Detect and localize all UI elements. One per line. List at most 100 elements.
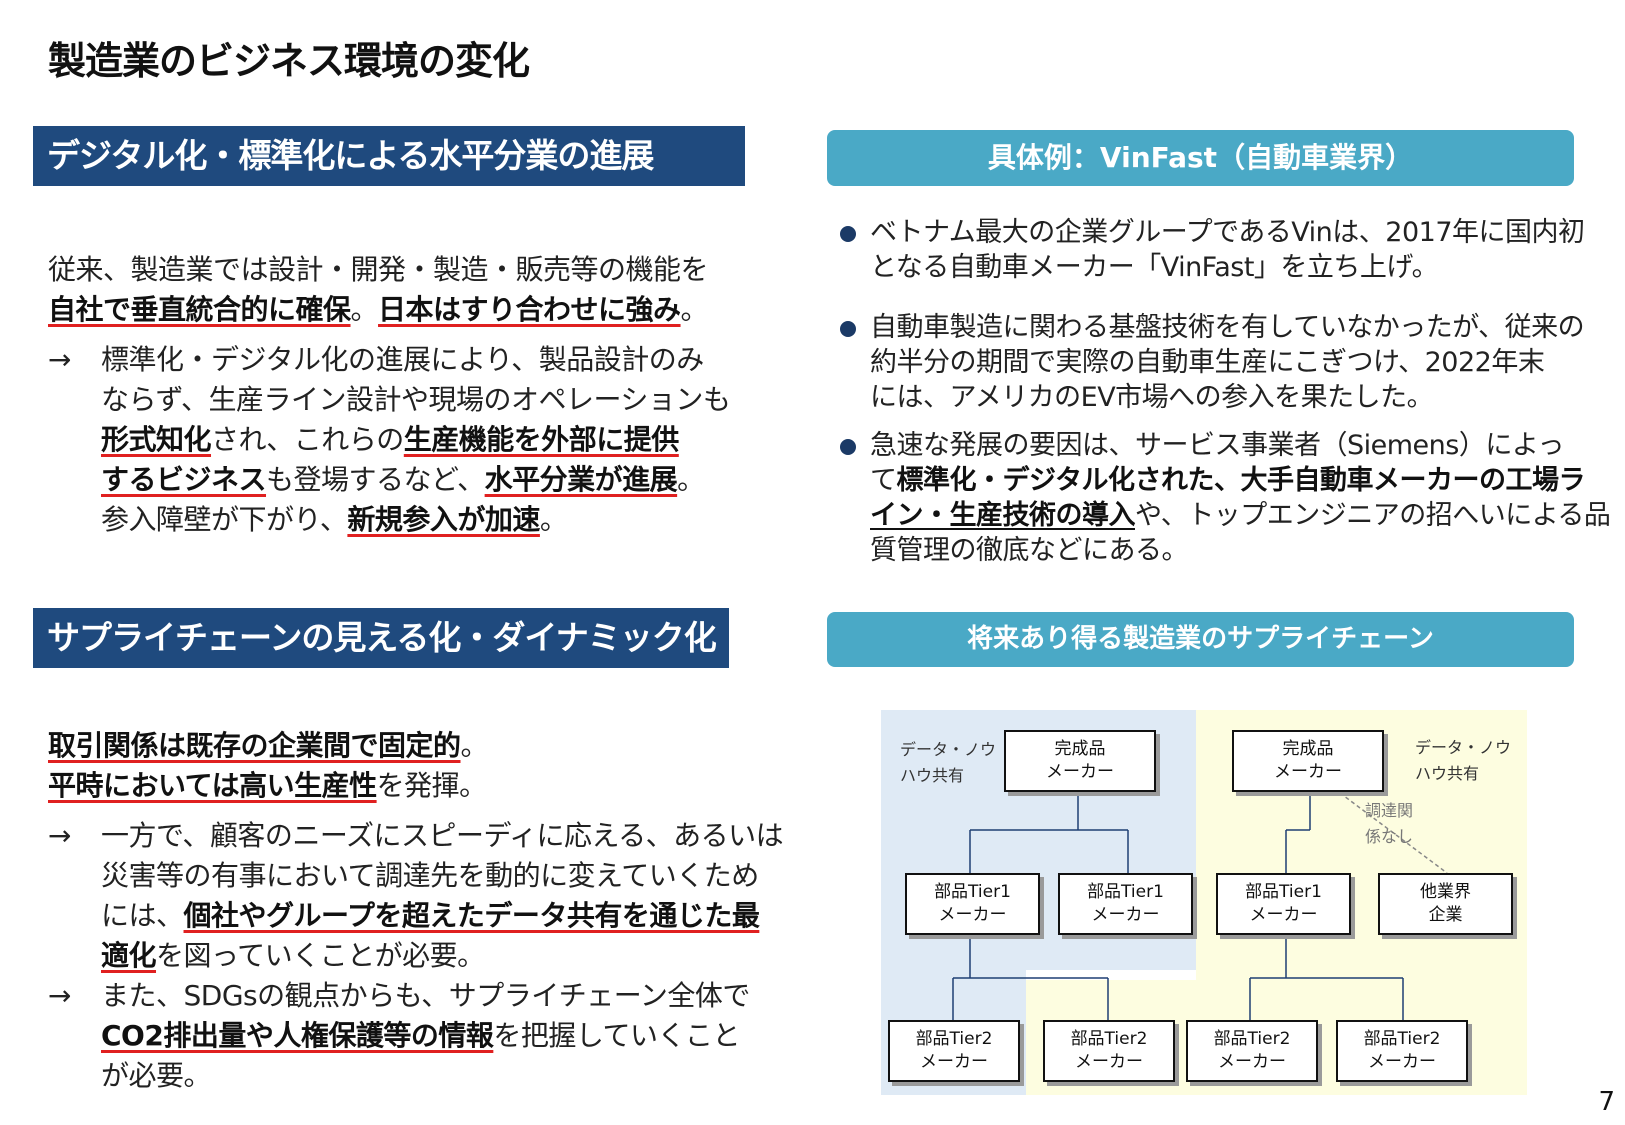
- section1-body: 従来、製造業では設計・開発・製造・販売等の機能を 自社で垂直統合的に確保。日本は…: [48, 250, 731, 540]
- point-line: ならず、生産ライン設計や現場のオペレーションも: [101, 383, 731, 416]
- blue-region: [881, 970, 1026, 1095]
- note-data-sharing-right: データ・ノウ ハウ共有: [1415, 735, 1511, 787]
- tier2-box: 部品Tier2 メーカー: [1043, 1020, 1175, 1082]
- arrow-icon: →: [48, 979, 71, 1012]
- bullet-line: 約半分の期間で実際の自動車生産にこぎつけ、2022年末: [870, 347, 1545, 378]
- box-label: 部品Tier2: [1363, 1029, 1441, 1049]
- box-label: 部品Tier2: [915, 1029, 993, 1049]
- point-line: 標準化・デジタル化の進展により、製品設計のみ: [101, 343, 704, 376]
- bullet-icon: [840, 439, 856, 455]
- emphasis: CO2排出量や人権保護等の情報: [101, 1019, 494, 1052]
- point-line: CO2排出量や人権保護等の情報を把握していくこと: [101, 1016, 783, 1056]
- section2-body: 取引関係は既存の企業間で固定的。 平時においては高い生産性を発揮。 → 一方で、…: [48, 726, 784, 1096]
- section2-line: 取引関係は既存の企業間で固定的。: [48, 726, 783, 766]
- box-label: 完成品: [1282, 739, 1334, 759]
- note-line: ハウ共有: [1415, 764, 1480, 783]
- arrow-point: → 一方で、顧客のニーズにスピーディに応える、あるいは 災害等の有事において調達…: [48, 816, 784, 976]
- section-heading-supply-chain: サプライチェーンの見える化・ダイナミック化: [33, 608, 729, 668]
- text: て: [870, 465, 897, 496]
- note-line: データ・ノウ: [900, 740, 997, 759]
- note-no-procurement: 調達関 係なし: [1365, 798, 1413, 850]
- note-line: 係なし: [1365, 827, 1414, 846]
- text: を発揮。: [376, 769, 488, 802]
- note-line: データ・ノウ: [1415, 738, 1512, 757]
- text: 。: [677, 463, 705, 496]
- box-label: 部品Tier2: [1213, 1029, 1291, 1049]
- text: され、これらの: [211, 423, 404, 456]
- box-label: メーカー: [1218, 1052, 1286, 1072]
- page-title: 製造業のビジネス環境の変化: [48, 39, 530, 83]
- blue-region: [881, 710, 1196, 970]
- emphasis: 水平分業が進展: [484, 463, 678, 496]
- bullet-line: 質管理の徹底などにある。: [870, 535, 1189, 566]
- note-data-sharing-left: データ・ノウ ハウ共有: [900, 737, 996, 789]
- box-label: メーカー: [1249, 905, 1318, 925]
- tier2-box: 部品Tier2 メーカー: [1336, 1020, 1468, 1082]
- tier1-box: 部品Tier1 メーカー: [1216, 873, 1351, 935]
- text: 。: [680, 293, 709, 326]
- note-line: 調達関: [1365, 801, 1414, 820]
- emphasis: 自社で垂直統合的に確保: [48, 293, 351, 326]
- tier1-box: 部品Tier1 メーカー: [1058, 873, 1193, 935]
- section1-line: 従来、製造業では設計・開発・製造・販売等の機能を: [48, 253, 709, 286]
- emphasis: 新規参入が加速: [347, 503, 540, 536]
- section-heading-horizontal-division: デジタル化・標準化による水平分業の進展: [33, 126, 745, 186]
- emphasis: 平時においては高い生産性: [48, 769, 377, 802]
- box-label: 企業: [1428, 905, 1463, 925]
- note-line: ハウ共有: [900, 766, 965, 785]
- text: を把握していくこと: [493, 1019, 741, 1052]
- bullet-line: となる自動車メーカー「VinFast」を立ち上げ。: [870, 252, 1439, 283]
- emphasis: イン・生産技術の導入: [870, 500, 1136, 531]
- box-label: 部品Tier1: [1087, 882, 1164, 902]
- box-label: メーカー: [938, 905, 1007, 925]
- other-industry-box: 他業界 企業: [1378, 873, 1513, 935]
- box-label: 部品Tier1: [934, 882, 1011, 902]
- bullet-line: 急速な発展の要因は、サービス事業者（Siemens）によっ: [870, 430, 1565, 461]
- box-label: メーカー: [1091, 905, 1160, 925]
- bullet-item: 自動車製造に関わる基盤技術を有していなかったが、従来の 約半分の期間で実際の自動…: [836, 310, 1610, 415]
- page-number: 7: [1598, 1087, 1615, 1117]
- emphasis: 形式知化: [101, 423, 212, 456]
- text: も登場するなど、: [266, 463, 485, 496]
- bullet-icon: [840, 321, 856, 337]
- text: 。: [539, 503, 568, 536]
- bullet-line: には、アメリカのEV市場への参入を果たした。: [870, 382, 1434, 413]
- text: 参入障壁が下がり、: [101, 503, 348, 536]
- yellow-region: [1196, 710, 1527, 980]
- point-line: 災害等の有事において調達先を動的に変えていくため: [101, 859, 759, 892]
- future-heading: 将来あり得る製造業のサプライチェーン: [827, 612, 1574, 667]
- tier2-box: 部品Tier2 メーカー: [1186, 1020, 1318, 1082]
- tier1-box: 部品Tier1 メーカー: [905, 873, 1040, 935]
- box-label: メーカー: [1075, 1052, 1143, 1072]
- section2-line: 平時においては高い生産性を発揮。: [48, 766, 783, 806]
- box-label: 部品Tier2: [1070, 1029, 1148, 1049]
- emphasis: するビジネス: [101, 463, 267, 496]
- emphasis: 標準化・デジタル化された、大手自動車メーカーの工場ラ: [896, 465, 1586, 496]
- box-label: メーカー: [1274, 762, 1342, 782]
- box-label: 完成品: [1054, 739, 1106, 759]
- bullet-item: 急速な発展の要因は、サービス事業者（Siemens）によっ て標準化・デジタル化…: [836, 428, 1611, 568]
- emphasis: 日本はすり合わせに強み: [378, 293, 681, 326]
- emphasis: 適化: [101, 939, 157, 972]
- arrow-point: → 標準化・デジタル化の進展により、製品設計のみ ならず、生産ライン設計や現場の…: [48, 340, 731, 540]
- box-label: メーカー: [1368, 1052, 1436, 1072]
- text: 。: [460, 729, 489, 762]
- tier2-box: 部品Tier2 メーカー: [888, 1020, 1020, 1082]
- text: 。: [350, 293, 379, 326]
- bullet-icon: [840, 226, 856, 242]
- point-line: 一方で、顧客のニーズにスピーディに応える、あるいは: [101, 819, 784, 852]
- text: には、: [101, 899, 184, 932]
- emphasis: 個社やグループを超えたデータ共有を通じた最: [183, 899, 760, 932]
- arrow-icon: →: [48, 819, 71, 852]
- complete-maker-box-right: 完成品 メーカー: [1232, 730, 1384, 792]
- point-line: するビジネスも登場するなど、水平分業が進展。: [101, 460, 730, 500]
- bullet-line: 自動車製造に関わる基盤技術を有していなかったが、従来の: [870, 312, 1585, 343]
- example-heading: 具体例：VinFast（自動車業界）: [827, 130, 1574, 186]
- bullet-line: ベトナム最大の企業グループであるVinは、2017年に国内初: [870, 217, 1585, 248]
- box-label: メーカー: [920, 1052, 988, 1072]
- point-line: また、SDGsの観点からも、サプライチェーン全体で: [101, 979, 750, 1012]
- point-line: 形式知化され、これらの生産機能を外部に提供: [101, 420, 730, 460]
- text: や、トップエンジニアの招へいによる品: [1135, 500, 1611, 531]
- emphasis: 取引関係は既存の企業間で固定的: [48, 729, 461, 762]
- bullet-line: イン・生産技術の導入や、トップエンジニアの招へいによる品: [870, 498, 1611, 533]
